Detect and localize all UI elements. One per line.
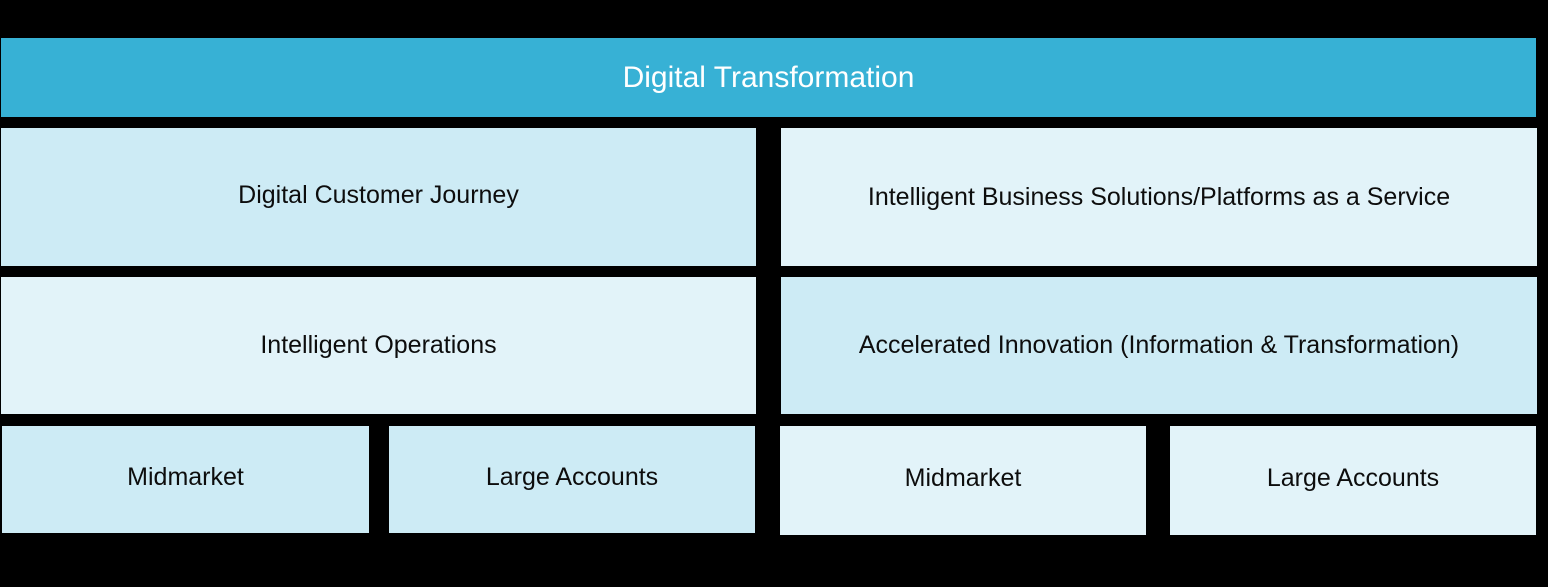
intelligent-business-solutions-box: Intelligent Business Solutions/Platforms…	[781, 128, 1537, 266]
digital-customer-journey-box: Digital Customer Journey	[1, 128, 756, 266]
left-midmarket-label: Midmarket	[127, 463, 244, 491]
intelligent-business-solutions-label: Intelligent Business Solutions/Platforms…	[867, 182, 1451, 211]
digital-transformation-header: Digital Transformation	[1, 38, 1536, 117]
header-title: Digital Transformation	[622, 60, 915, 94]
left-midmarket-box: Midmarket	[2, 426, 369, 533]
intelligent-operations-box: Intelligent Operations	[1, 277, 756, 414]
right-midmarket-box: Midmarket	[780, 426, 1146, 535]
right-midmarket-label: Midmarket	[904, 464, 1022, 492]
right-large-accounts-label: Large Accounts	[1266, 464, 1440, 492]
accelerated-innovation-label: Accelerated Innovation (Information & Tr…	[858, 331, 1460, 359]
left-large-accounts-label: Large Accounts	[485, 463, 659, 491]
intelligent-operations-label: Intelligent Operations	[260, 331, 497, 359]
right-large-accounts-box: Large Accounts	[1170, 426, 1536, 535]
left-large-accounts-box: Large Accounts	[389, 426, 755, 533]
digital-customer-journey-label: Digital Customer Journey	[238, 180, 519, 209]
accelerated-innovation-box: Accelerated Innovation (Information & Tr…	[781, 277, 1537, 414]
